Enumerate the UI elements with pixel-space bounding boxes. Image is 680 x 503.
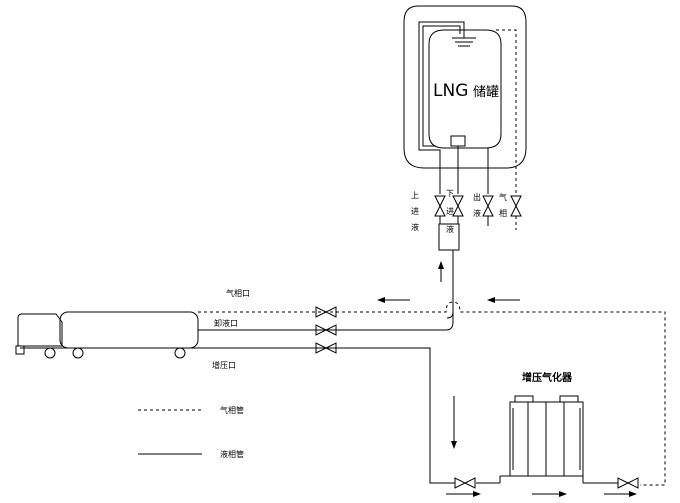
legend-gas-label: 气相管 xyxy=(220,405,244,415)
svg-text:液: 液 xyxy=(446,224,454,234)
svg-text:进: 进 xyxy=(446,207,454,216)
gas-phase-pipe xyxy=(198,301,666,486)
tank-outer-shell xyxy=(403,5,527,169)
pressure-port-valve[interactable] xyxy=(315,342,337,354)
vaporizer-inlet-valve[interactable] xyxy=(454,477,476,489)
top-fill-internal-pipe xyxy=(418,21,465,194)
svg-text:出: 出 xyxy=(473,192,481,202)
gas-phase-valve[interactable] xyxy=(510,195,522,230)
svg-text:相: 相 xyxy=(499,208,507,218)
valve-label-top-fill: 上 进 液 xyxy=(411,191,419,232)
pressure-build-vaporizer xyxy=(499,395,584,483)
lng-storage-tank xyxy=(403,5,527,194)
valve-label-bottom-fill: 下 进 液 xyxy=(446,189,454,234)
outlet-valve[interactable] xyxy=(482,195,494,226)
lng-tanker-trailer xyxy=(15,311,199,359)
svg-text:下: 下 xyxy=(446,189,454,198)
svg-text:上: 上 xyxy=(411,191,419,200)
return-line-valve[interactable] xyxy=(617,477,639,489)
valve-label-gas-phase: 气 相 xyxy=(499,192,507,218)
legend-liquid-label: 液相管 xyxy=(220,449,244,459)
vaporizer-label: 增压气化器 xyxy=(522,371,573,384)
fill-header xyxy=(438,223,460,251)
svg-text:液: 液 xyxy=(411,222,419,232)
valve-label-outlet: 出 液 xyxy=(473,192,481,218)
legend: 气相管 液相管 xyxy=(138,405,244,459)
liquid-port-valve[interactable] xyxy=(315,324,337,336)
pressure-port-label: 增压口 xyxy=(212,360,236,370)
svg-text:进: 进 xyxy=(411,207,419,216)
liquid-port-label: 卸液口 xyxy=(214,318,238,328)
svg-text:气: 气 xyxy=(499,192,507,202)
tank-gas-phase-line xyxy=(496,29,517,194)
top-fill-valve[interactable] xyxy=(434,195,446,224)
liquid-riser-pipe xyxy=(446,250,454,319)
pressure-build-pipe xyxy=(198,347,455,484)
liquid-unload-pipe xyxy=(198,312,454,331)
tank-title-latin: LNG xyxy=(433,81,468,101)
svg-text:液: 液 xyxy=(473,208,481,218)
gas-port-valve[interactable] xyxy=(315,306,337,318)
bottom-fill-valve[interactable] xyxy=(452,195,464,224)
gas-port-label: 气相口 xyxy=(226,288,250,298)
tank-title-cn: 储罐 xyxy=(473,85,499,100)
